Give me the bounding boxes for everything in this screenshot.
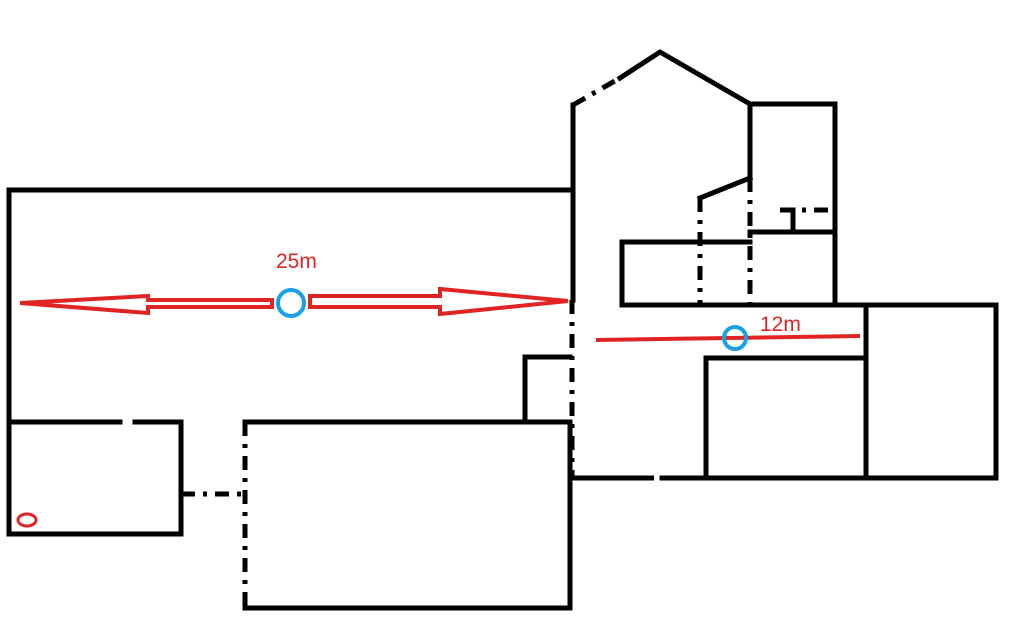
short-span-line bbox=[595, 334, 861, 342]
room-bottom-right-walls bbox=[242, 419, 573, 611]
small-room-bottom-left bbox=[6, 419, 242, 537]
short-span-measurement: 12m bbox=[595, 313, 861, 351]
large-room-bottom-middle bbox=[242, 419, 573, 611]
short-span-label: 12m bbox=[760, 313, 801, 336]
hall-bottom-wall-right bbox=[242, 354, 573, 425]
long-span-measurement: 25m bbox=[19, 250, 569, 318]
location-marker bbox=[16, 512, 38, 528]
long-span-label: 25m bbox=[276, 250, 317, 273]
left-cell-walls bbox=[619, 239, 753, 308]
lower-room-walls bbox=[703, 355, 869, 481]
small-room-walls bbox=[6, 419, 184, 537]
stair-diagonal bbox=[696, 174, 754, 202]
short-span-marker-circle bbox=[722, 325, 748, 351]
roof-gable bbox=[616, 49, 838, 308]
right-building-walls bbox=[570, 49, 999, 481]
long-span-marker-circle bbox=[276, 288, 306, 318]
right-arrow bbox=[308, 286, 569, 317]
left-arrow bbox=[19, 293, 274, 316]
large-hall-wall-top-left bbox=[6, 187, 576, 425]
left-building-walls bbox=[6, 187, 576, 425]
right-wing-walls bbox=[832, 302, 999, 481]
roof-left-dashed-edge bbox=[571, 75, 622, 108]
